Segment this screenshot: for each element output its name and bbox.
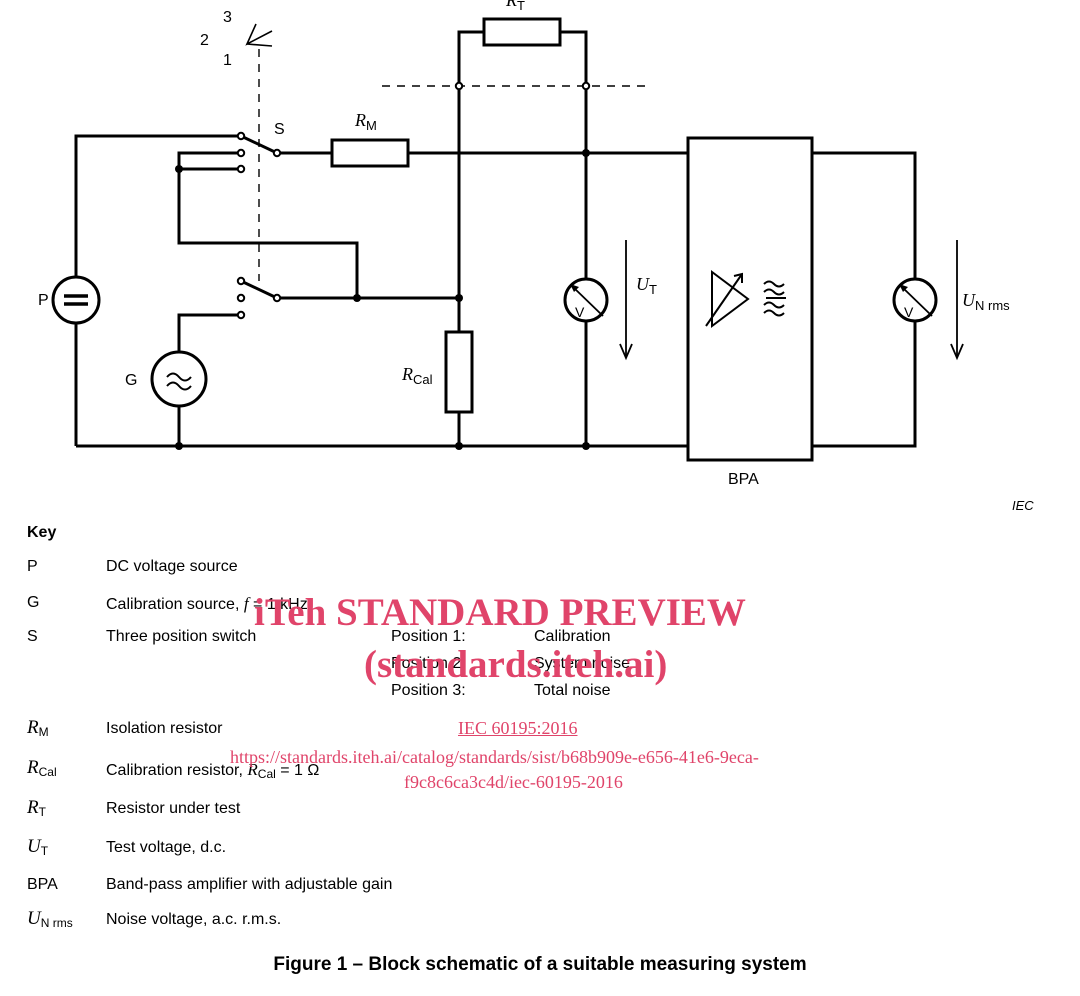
- resistor-rm: [330, 138, 410, 168]
- circuit-schematic: 3 2 1 S P G BPA V V IEC RT RM RCal UT UN…: [38, 0, 1034, 513]
- key-symbol: UN rms: [27, 908, 73, 930]
- key-description: DC voltage source: [106, 558, 238, 575]
- label-g: G: [125, 372, 137, 389]
- key-symbol: G: [27, 594, 40, 611]
- key-symbol: RCal: [27, 757, 57, 779]
- switch-indicator-icon: [245, 23, 273, 46]
- key-symbol: BPA: [27, 876, 58, 893]
- contact-s2-common: [272, 293, 282, 303]
- wire-rt-right: [560, 30, 588, 279]
- label-bpa: BPA: [728, 471, 759, 488]
- junction-dot: [455, 442, 463, 450]
- junction-dot: [175, 165, 183, 173]
- wire-rt-left: [457, 30, 484, 332]
- junction-dot: [353, 294, 361, 302]
- amplifier-icon: [705, 270, 750, 328]
- dc-source-icon: [51, 275, 101, 325]
- key-symbol: RM: [27, 717, 49, 739]
- key-symbol: P: [27, 558, 38, 575]
- key-description: Calibration source, f = 1 kHz: [106, 594, 308, 613]
- figure-caption: Figure 1 – Block schematic of a suitable…: [273, 954, 807, 975]
- watermark-url-line2[interactable]: f9c8c6ca3c4d/iec-60195-2016: [404, 772, 623, 792]
- wire-pos2-loop: [177, 151, 359, 298]
- label-rm: RM: [354, 110, 377, 133]
- contact-s2-c: [236, 310, 246, 320]
- label-rt: RT: [505, 0, 525, 13]
- switch-pos-2: 2: [200, 32, 209, 49]
- key-description: Test voltage, d.c.: [106, 839, 227, 856]
- key-description: Isolation resistor: [106, 720, 223, 737]
- wire-generator: [177, 313, 238, 351]
- ac-generator-icon: [150, 350, 208, 408]
- label-v-un: V: [904, 304, 914, 320]
- node-rt-right-open: [581, 81, 591, 91]
- voltmeter-un-icon: [892, 277, 938, 323]
- label-rcal: RCal: [401, 364, 433, 387]
- bandpass-filter-icon: [763, 280, 786, 317]
- position-row-3: Position 3:Total noise: [391, 682, 611, 699]
- voltmeter-ut-icon: [563, 277, 609, 323]
- wire-bpa-out-top: [812, 151, 917, 279]
- switch-pos-1: 1: [223, 52, 232, 69]
- key-description: Three position switch: [106, 628, 257, 645]
- junction-dot: [175, 442, 183, 450]
- key-symbol: RT: [27, 797, 46, 819]
- switch-positions: Position 1:Calibration Position 2:System…: [391, 628, 631, 709]
- key-description: Calibration resistor, RCal = 1 Ω: [106, 760, 320, 781]
- label-un: UN rms: [962, 290, 1010, 313]
- junction-dot: [582, 149, 590, 157]
- iec-credit: IEC: [1012, 498, 1034, 513]
- watermark-subtitle: (standards.iteh.ai): [364, 643, 668, 686]
- contact-s1-b: [236, 148, 246, 158]
- resistor-rcal: [444, 330, 474, 414]
- resistor-rt: [482, 17, 562, 47]
- switch-pos-3: 3: [223, 9, 232, 26]
- wire-p-top: [74, 134, 238, 277]
- junction-dot: [455, 294, 463, 302]
- key-symbol: S: [27, 628, 38, 645]
- node-rt-left-open: [454, 81, 464, 91]
- contact-s1-c: [236, 164, 246, 174]
- position-row-2: Position 2:System noise: [391, 655, 631, 672]
- switch-blade-lower: [240, 279, 278, 300]
- bpa-box: [686, 136, 814, 462]
- key-symbol: UT: [27, 836, 49, 858]
- position-row-1: Position 1:Calibration: [391, 628, 611, 645]
- key-description: Noise voltage, a.c. r.m.s.: [106, 911, 282, 928]
- watermark-standard-link[interactable]: IEC 60195:2016: [458, 718, 578, 738]
- contact-s1-common: [272, 148, 282, 158]
- contact-s1-a: [236, 131, 246, 141]
- contact-s2-b: [236, 293, 246, 303]
- label-p: P: [38, 292, 49, 309]
- key-title: Key: [27, 524, 57, 541]
- label-v-ut: V: [575, 304, 585, 320]
- label-s: S: [274, 121, 285, 138]
- watermark-title: iTeh STANDARD PREVIEW: [254, 591, 746, 634]
- label-ut: UT: [636, 274, 657, 297]
- junction-dot: [582, 442, 590, 450]
- wire-bpa-out-bottom: [812, 320, 917, 448]
- watermark-url-line1[interactable]: https://standards.iteh.ai/catalog/standa…: [230, 747, 759, 767]
- key-description: Band-pass amplifier with adjustable gain: [106, 876, 393, 893]
- key-description: Resistor under test: [106, 800, 241, 817]
- contact-s2-a: [236, 276, 246, 286]
